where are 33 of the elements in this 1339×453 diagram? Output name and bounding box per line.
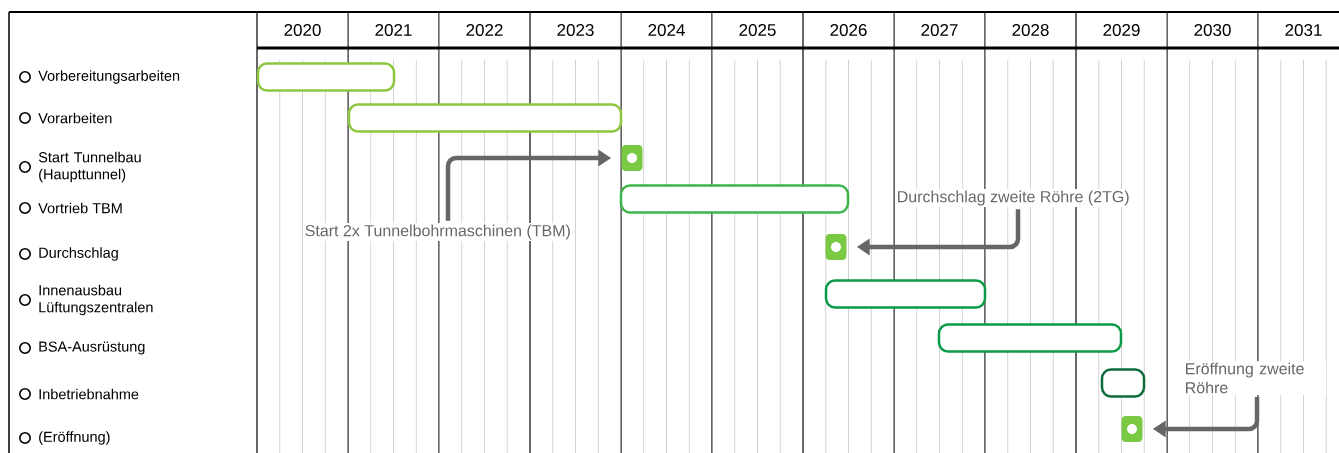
year-label: 2030 [1194, 24, 1231, 37]
year-label: 2021 [375, 24, 412, 37]
milestone-marker [621, 145, 643, 171]
row-label: (Eröffnung) [39, 431, 110, 445]
year-label: 2031 [1285, 24, 1322, 37]
year-label: 2028 [1012, 24, 1049, 37]
year-label: 2020 [284, 24, 321, 37]
task-bar [824, 279, 987, 309]
year-label: 2025 [739, 24, 776, 37]
year-label: 2027 [921, 24, 958, 37]
row-label: Innenausbau Lüftungszentralen [39, 284, 153, 316]
year-label: 2024 [648, 24, 685, 37]
task-bar [619, 184, 850, 214]
year-label: 2026 [830, 24, 867, 37]
row-label: Vorbereitungsarbeiten [38, 70, 180, 84]
task-bar [1100, 368, 1146, 398]
year-label: 2029 [1103, 24, 1140, 37]
row-label: Vorarbeiten [38, 112, 112, 124]
task-bar [256, 62, 396, 92]
annotation-text: Start 2x Tunnelbohrmaschinen (TBM) [303, 223, 573, 241]
row-label: Vortrieb TBM [38, 202, 122, 214]
task-bar [347, 103, 623, 133]
annotation-text: Durchschlag zweite Röhre (2TG) [895, 189, 1132, 207]
row-label: Inbetriebnahme [39, 388, 139, 400]
row-label: Durchschlag [39, 247, 118, 261]
milestone-marker [825, 234, 847, 260]
year-label: 2022 [466, 24, 503, 37]
row-label: BSA-Ausrüstung [39, 341, 145, 355]
annotation-text: Eröffnung zweite Röhre [1183, 361, 1327, 395]
year-label: 2023 [557, 24, 594, 37]
row-label: Start Tunnelbau (Haupttunnel) [38, 151, 141, 183]
task-bar [937, 323, 1123, 353]
milestone-marker [1121, 416, 1143, 442]
